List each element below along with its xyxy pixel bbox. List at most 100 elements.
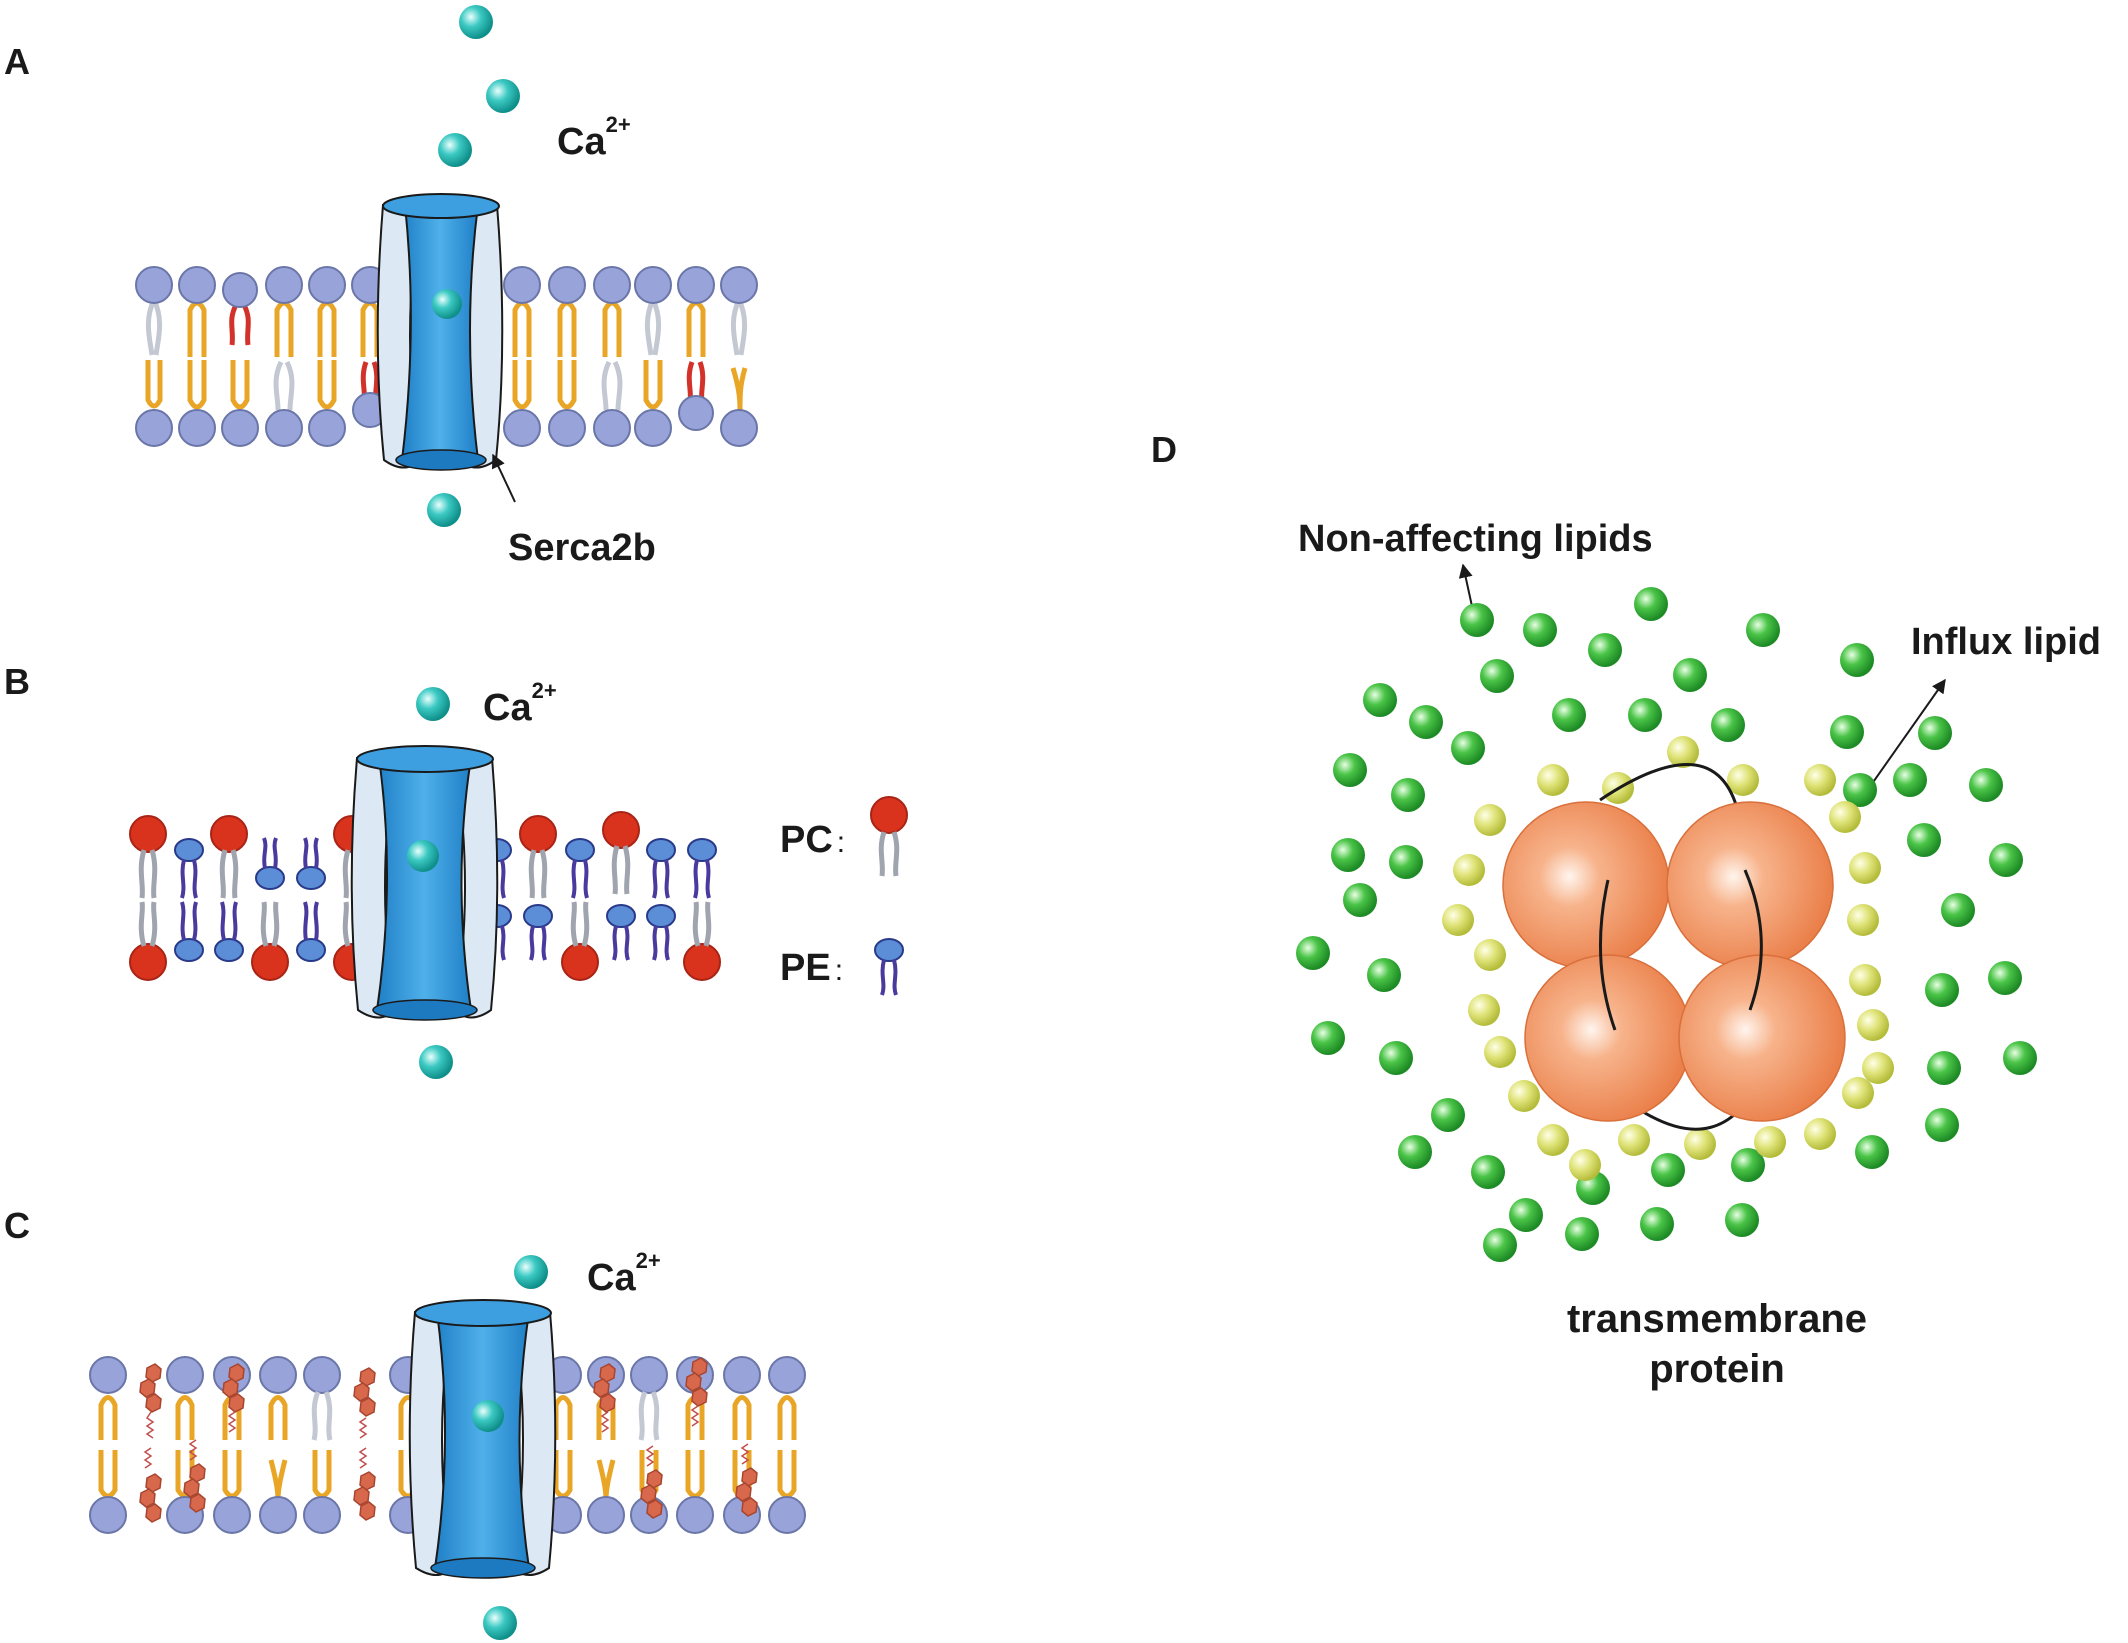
non-affecting-lipid [1409, 705, 1443, 739]
panel-c: C [4, 1205, 806, 1640]
influx-lipid-label: Influx lipid [1911, 621, 2101, 663]
influx-lipid [1727, 764, 1759, 796]
non-affecting-lipid [1379, 1041, 1413, 1075]
panel-a-lipid [503, 266, 541, 447]
panel-b-ion-in-channel [407, 840, 439, 872]
panel-a-ion-in-channel [432, 289, 462, 319]
non-affecting-lipid [1471, 1155, 1505, 1189]
serca2b-channel [376, 193, 504, 471]
panel-c-ion [483, 1606, 517, 1640]
panel-a-lipid [593, 266, 631, 447]
panel-c-lipid [768, 1356, 806, 1534]
non-affecting-lipid [1628, 698, 1662, 732]
panel-a-ion [486, 79, 520, 113]
influx-lipid [1684, 1128, 1716, 1160]
panel-a-ca-label: Ca2+ [557, 112, 631, 163]
non-affecting-lipid [1941, 893, 1975, 927]
panel-b-channel [350, 745, 499, 1021]
pe-lipid [646, 838, 676, 899]
influx-lipid [1508, 1080, 1540, 1112]
cholesterol [353, 1367, 376, 1439]
influx-lipid [1468, 994, 1500, 1026]
non-affecting-lipid [1389, 845, 1423, 879]
non-affecting-lipid [1830, 715, 1864, 749]
non-affecting-lipid [1918, 716, 1952, 750]
non-affecting-lipid [1523, 613, 1557, 647]
influx-lipid [1453, 854, 1485, 886]
pe-lipid [296, 837, 326, 890]
pc-lipid [251, 901, 289, 981]
non-affecting-lipid [1673, 658, 1707, 692]
non-affecting-lipid [1640, 1207, 1674, 1241]
pe-lipid [296, 901, 326, 962]
non-affecting-lipid [1398, 1135, 1432, 1169]
non-affecting-lipid [1480, 659, 1514, 693]
non-affecting-lipid [1840, 643, 1874, 677]
pe-lipid [523, 904, 553, 961]
panel-d: D Non-affecting lipids Influx lipid tran… [1151, 429, 2101, 1391]
non-affecting-lipid [1989, 843, 2023, 877]
non-affecting-lipid [1893, 763, 1927, 797]
protein-subunit [1502, 801, 1670, 969]
protein-label-line2: protein [1649, 1347, 1785, 1391]
influx-lipid [1618, 1124, 1650, 1156]
influx-lipid [1849, 852, 1881, 884]
cholesterol [139, 1363, 162, 1439]
pe-lipid [174, 838, 204, 899]
non-affecting-lipid [1925, 973, 1959, 1007]
pc-lipid [683, 901, 721, 981]
influx-lipid [1804, 1118, 1836, 1150]
non-affecting-lipid [1331, 838, 1365, 872]
panel-a-lipid [634, 266, 672, 447]
panel-c-lipid [303, 1356, 341, 1534]
influx-lipid [1442, 904, 1474, 936]
non-affecting-lipid [1725, 1203, 1759, 1237]
panel-b-label: B [4, 661, 30, 702]
pc-lipid [561, 901, 599, 981]
pe-lipid [255, 837, 285, 890]
cholesterol [735, 1443, 758, 1517]
panel-c-label: C [4, 1205, 30, 1246]
legend-pe-icon [874, 938, 904, 962]
non-affecting-lipid [1451, 731, 1485, 765]
non-affecting-lipid [1927, 1051, 1961, 1085]
panel-a-label: A [4, 41, 30, 82]
panel-a-ion [459, 5, 493, 39]
cholesterol [222, 1363, 245, 1433]
panel-a-lipid [308, 266, 346, 447]
influx-lipid [1847, 904, 1879, 936]
non-affecting-lipid [1363, 683, 1397, 717]
panel-b-ion [419, 1045, 453, 1079]
protein-subunit [1524, 954, 1692, 1122]
non-affecting-lipid [1634, 587, 1668, 621]
influx-lipid [1537, 1124, 1569, 1156]
protein-label-line1: transmembrane [1567, 1297, 1867, 1341]
non-affecting-lipid [2003, 1041, 2037, 1075]
panel-a-membrane [135, 266, 758, 447]
panel-a: A [4, 5, 758, 569]
cholesterol [685, 1357, 708, 1427]
non-affecting-lipid [1483, 1228, 1517, 1262]
panel-a-lipid [548, 266, 586, 447]
non-affecting-lipid-cloud [1296, 587, 2037, 1262]
non-affecting-lipid [1552, 698, 1586, 732]
panel-a-lipid [677, 266, 715, 431]
influx-lipid [1754, 1126, 1786, 1158]
non-affecting-lipid [1651, 1153, 1685, 1187]
panel-c-lipid [259, 1356, 297, 1534]
panel-c-ion-in-channel [472, 1400, 504, 1432]
influx-lipid [1849, 964, 1881, 996]
non-affecting-lipid [1565, 1217, 1599, 1251]
panel-b-ca-label: Ca2+ [483, 678, 557, 729]
non-affecting-lipid [1988, 961, 2022, 995]
non-affecting-lipid [1746, 613, 1780, 647]
pc-lipid [129, 901, 167, 981]
cholesterol [183, 1439, 206, 1513]
non-affecting-lipid [1391, 778, 1425, 812]
legend-pc: PC: [780, 796, 908, 877]
non-affecting-lipid [1343, 883, 1377, 917]
influx-lipid [1537, 764, 1569, 796]
influx-lipid [1474, 804, 1506, 836]
non-affecting-lipid [1969, 768, 2003, 802]
non-affecting-lipid [1925, 1108, 1959, 1142]
